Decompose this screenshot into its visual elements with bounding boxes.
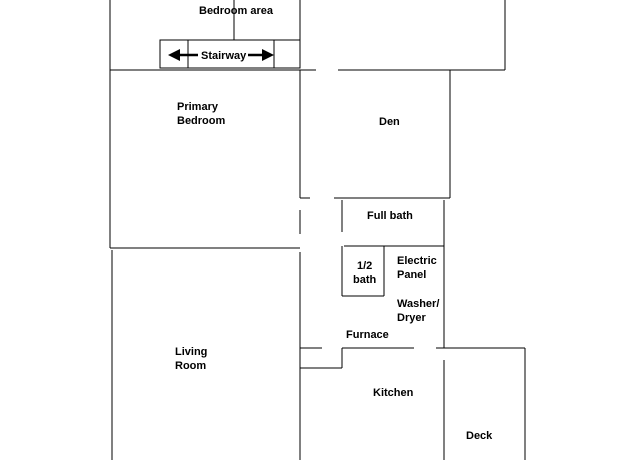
label-washer-dryer-line2: Dryer <box>397 312 426 324</box>
label-deck: Deck <box>466 430 493 442</box>
label-electric-panel-line2: Panel <box>397 269 427 281</box>
label-full-bath: Full bath <box>367 210 413 222</box>
label-kitchen: Kitchen <box>373 387 414 399</box>
label-living-room-line2: Room <box>175 360 207 372</box>
arrow-left-head <box>168 49 180 61</box>
label-washer-dryer: Washer/ Dryer <box>397 297 439 325</box>
label-primary-bedroom: Primary Bedroom <box>177 100 225 128</box>
label-half-bath: 1/2 bath <box>353 259 376 287</box>
label-primary-bedroom-line1: Primary <box>177 101 218 113</box>
label-half-bath-line2: bath <box>353 274 377 286</box>
label-washer-dryer-line1: Washer/ <box>397 298 440 310</box>
label-electric-panel: Electric Panel <box>397 254 437 282</box>
label-stairway: Stairway <box>201 50 247 62</box>
label-den: Den <box>379 116 400 128</box>
arrow-right-head <box>262 49 274 61</box>
label-furnace: Furnace <box>346 329 389 341</box>
label-living-room-line1: Living <box>175 346 208 358</box>
label-living-room: Living Room <box>175 345 207 373</box>
label-primary-bedroom-line2: Bedroom <box>177 115 226 127</box>
label-bedroom-area: Bedroom area <box>199 5 273 17</box>
label-electric-panel-line1: Electric <box>397 255 437 267</box>
stairway-arrows <box>168 49 274 61</box>
stairway-outline <box>159 39 301 69</box>
label-half-bath-line1: 1/2 <box>356 260 373 272</box>
